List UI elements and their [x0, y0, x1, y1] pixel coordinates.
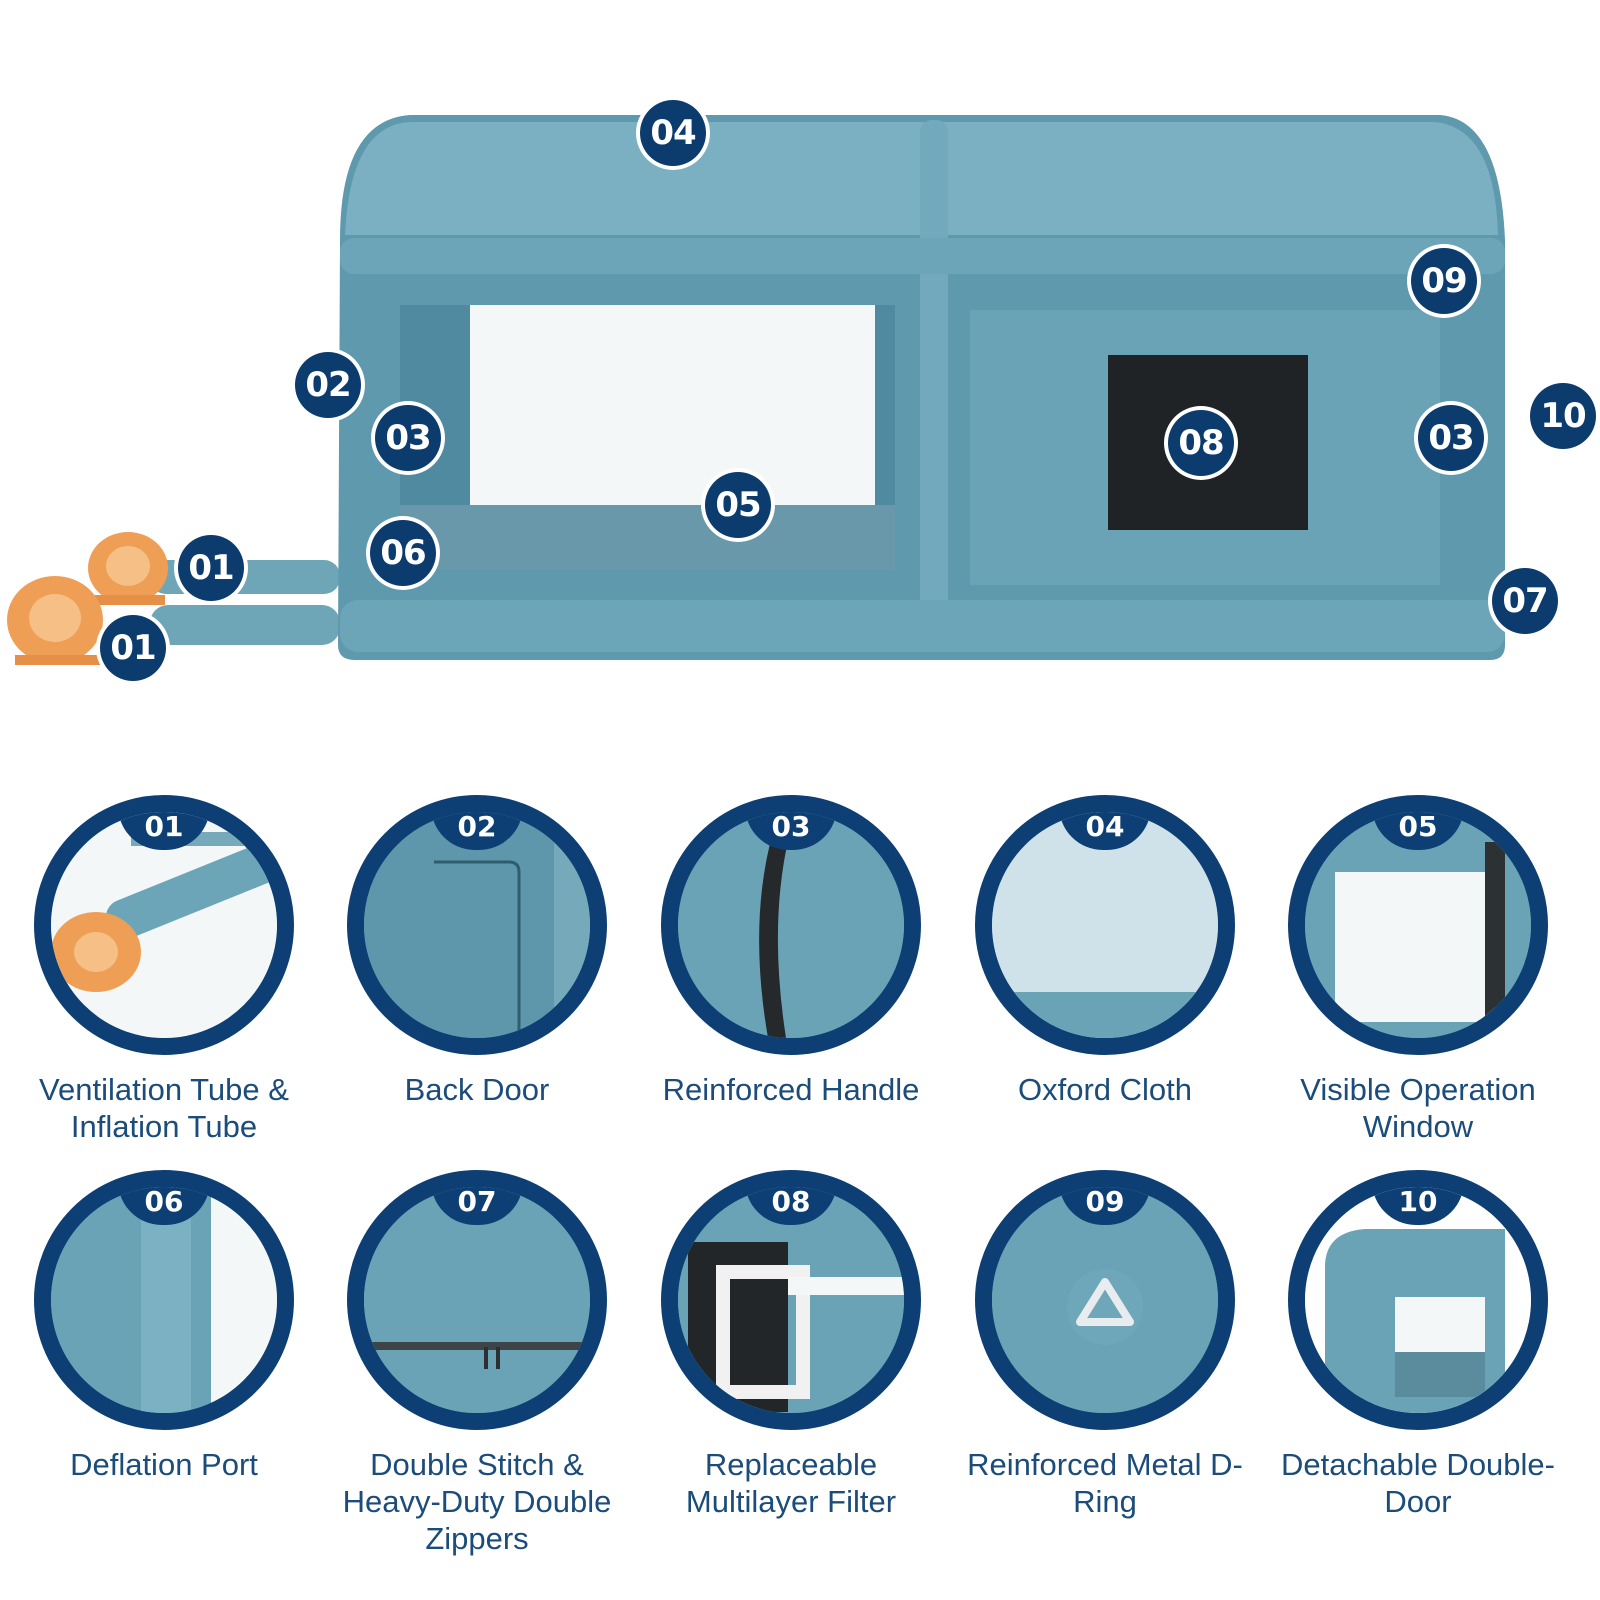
- feature-image: 09: [975, 1170, 1235, 1430]
- feature-image: 01: [34, 795, 294, 1055]
- feature-label: Reinforced Handle: [662, 1072, 920, 1107]
- hero-badge: 03: [1418, 405, 1484, 471]
- hero-badge: 09: [1411, 248, 1477, 314]
- feature-label: Back Door: [404, 1072, 550, 1107]
- feature-label: Visible Operation Window: [1300, 1072, 1536, 1144]
- feature-back-door: 02 Back Door: [327, 795, 627, 1108]
- feature-label: Replaceable Multilayer Filter: [685, 1447, 897, 1519]
- hero-badge: 01: [100, 615, 166, 681]
- feature-oxford-cloth: 04 Oxford Cloth: [955, 795, 1255, 1108]
- feature-image: 08: [661, 1170, 921, 1430]
- feature-visible-window: 05 Visible Operation Window: [1268, 795, 1568, 1145]
- feature-label: Oxford Cloth: [1017, 1072, 1192, 1107]
- feature-number: 06: [118, 1187, 210, 1225]
- feature-number: 02: [431, 812, 523, 850]
- hero-badge: 05: [705, 472, 771, 538]
- feature-image: 04: [975, 795, 1235, 1055]
- feature-image: 03: [661, 795, 921, 1055]
- hero-badge: 01: [178, 535, 244, 601]
- hero-badge: 03: [375, 405, 441, 471]
- ventilation-tube: [150, 605, 340, 645]
- tent-illustration: 04 09 02 03 08 03 10 05 06 07 01 01: [0, 0, 1600, 720]
- blower-front: [7, 576, 103, 665]
- feature-label: Detachable Double-Door: [1280, 1447, 1555, 1519]
- feature-metal-d-ring: 09 Reinforced Metal D-Ring: [955, 1170, 1255, 1520]
- feature-ventilation-tube: 01 Ventilation Tube & Inflation Tube: [14, 795, 314, 1145]
- hero-badge: 08: [1168, 410, 1234, 476]
- visible-operation-window: [470, 305, 875, 505]
- feature-label: Deflation Port: [70, 1447, 258, 1482]
- feature-reinforced-handle: 03 Reinforced Handle: [641, 795, 941, 1108]
- feature-label: Ventilation Tube & Inflation Tube: [39, 1072, 289, 1144]
- feature-image: 02: [347, 795, 607, 1055]
- feature-double-door: 10 Detachable Double-Door: [1268, 1170, 1568, 1520]
- feature-image: 10: [1288, 1170, 1548, 1430]
- feature-image: 05: [1288, 795, 1548, 1055]
- hero-badge: 02: [295, 352, 361, 418]
- tent-svg: [7, 115, 1505, 665]
- blower-rear: [88, 532, 168, 605]
- feature-double-zippers: 07 Double Stitch & Heavy-Duty Double Zip…: [327, 1170, 627, 1557]
- hero-badge: 04: [640, 100, 706, 166]
- feature-image: 07: [347, 1170, 607, 1430]
- feature-image: 06: [34, 1170, 294, 1430]
- feature-multilayer-filter: 08 Replaceable Multilayer Filter: [641, 1170, 941, 1520]
- middle-tube: [920, 120, 948, 650]
- hero-badge: 07: [1492, 568, 1558, 634]
- feature-label: Double Stitch & Heavy-Duty Double Zipper…: [342, 1447, 612, 1556]
- feature-deflation-port: 06 Deflation Port: [14, 1170, 314, 1483]
- hero-badge: 06: [370, 520, 436, 586]
- feature-label: Reinforced Metal D-Ring: [967, 1447, 1243, 1519]
- hero-badge: 10: [1530, 383, 1596, 449]
